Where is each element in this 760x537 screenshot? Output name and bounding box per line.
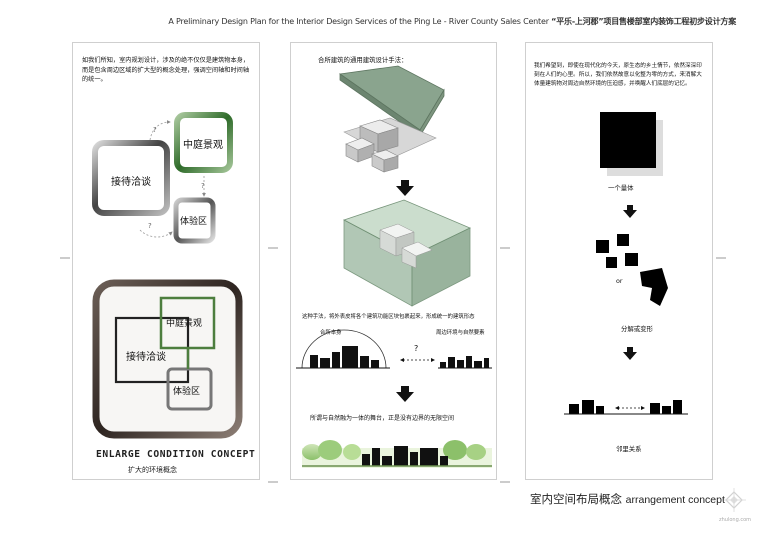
page-header: A Preliminary Design Plan for the Interi… bbox=[168, 16, 736, 27]
reception-label: 接待洽谈 bbox=[111, 177, 151, 188]
concept-title-chinese: 扩大的环境概念 bbox=[128, 466, 177, 474]
panel1-intro: 如我们所知，室内规划设计，涉及的绝不仅仅是建筑物本身，而是包含周边区域的扩大型的… bbox=[82, 57, 250, 83]
unified-volume-diagram bbox=[342, 199, 471, 307]
silhouette-comparison bbox=[296, 329, 492, 369]
crop-marks bbox=[60, 247, 726, 483]
footer-title: 室内空间布局概念 arrangement concept bbox=[530, 491, 725, 507]
courtyard-label-enlarged: 中庭景观 bbox=[166, 319, 203, 329]
courtyard-box-frame bbox=[174, 112, 233, 173]
question-mark: ? bbox=[201, 182, 205, 190]
label-one-volume: 一个量体 bbox=[608, 184, 634, 192]
question-mark: ? bbox=[153, 126, 157, 134]
footer-chinese: 室内空间布局概念 bbox=[530, 492, 622, 506]
arrow-down-icon bbox=[623, 205, 637, 218]
question-mark: ? bbox=[148, 222, 152, 230]
panel2-caption-stage: 所谓与自然融为一体的舞台，正是没有边界的无限空间 bbox=[310, 415, 455, 422]
experience-box-frame bbox=[173, 197, 216, 244]
panel2-title: 合所建筑的通用建筑设计手法： bbox=[318, 56, 408, 64]
panel2-caption-wrap: 这种手法，将外表皮将各个建筑功能区块包裹起来，形成统一的建筑形态 bbox=[302, 314, 475, 320]
label-or: or bbox=[616, 277, 623, 285]
reception-box-frame bbox=[92, 140, 170, 216]
label-surroundings: 周边环境与自然要素 bbox=[436, 330, 485, 336]
watermark-text: zhulong.com bbox=[719, 517, 752, 523]
header-chinese: “平乐-上河郡”项目售楼部室内装饰工程初步设计方案 bbox=[551, 17, 736, 26]
panel3-intro: 我们希望到，即使在现代化的今天，原生态的乡土情节，依然深深印刻在人们的心里。所以… bbox=[534, 63, 702, 87]
arrow-down-icon bbox=[396, 386, 414, 402]
question-mark: ? bbox=[414, 344, 419, 353]
roof-wrapping-diagram bbox=[338, 65, 445, 173]
footer-english: arrangement concept bbox=[625, 494, 725, 506]
decomposed-blocks bbox=[596, 234, 668, 306]
reception-label-enlarged: 接待洽谈 bbox=[126, 352, 166, 363]
label-decompose: 分解或变形 bbox=[621, 325, 653, 333]
label-neighborhood: 邻里关系 bbox=[616, 445, 642, 453]
experience-label: 体验区 bbox=[180, 217, 208, 227]
label-building-itself: 合所本身 bbox=[320, 330, 342, 336]
courtyard-label: 中庭景观 bbox=[183, 140, 223, 151]
arrow-down-icon bbox=[396, 180, 414, 196]
experience-label-enlarged: 体验区 bbox=[173, 387, 201, 397]
concept-title-english: ENLARGE CONDITION CONCEPT bbox=[96, 449, 256, 460]
upper-zone-diagram bbox=[92, 112, 233, 244]
watermark-logo bbox=[722, 488, 746, 512]
single-volume-block bbox=[600, 112, 663, 176]
experience-outline bbox=[166, 367, 213, 411]
neighborhood-silhouette bbox=[564, 400, 688, 415]
arrow-down-icon bbox=[623, 347, 637, 360]
header-english: A Preliminary Design Plan for the Interi… bbox=[168, 17, 549, 26]
landscape-strip bbox=[302, 440, 492, 468]
enlarged-zone-diagram bbox=[92, 279, 243, 439]
enlarged-outer-frame bbox=[92, 279, 243, 439]
